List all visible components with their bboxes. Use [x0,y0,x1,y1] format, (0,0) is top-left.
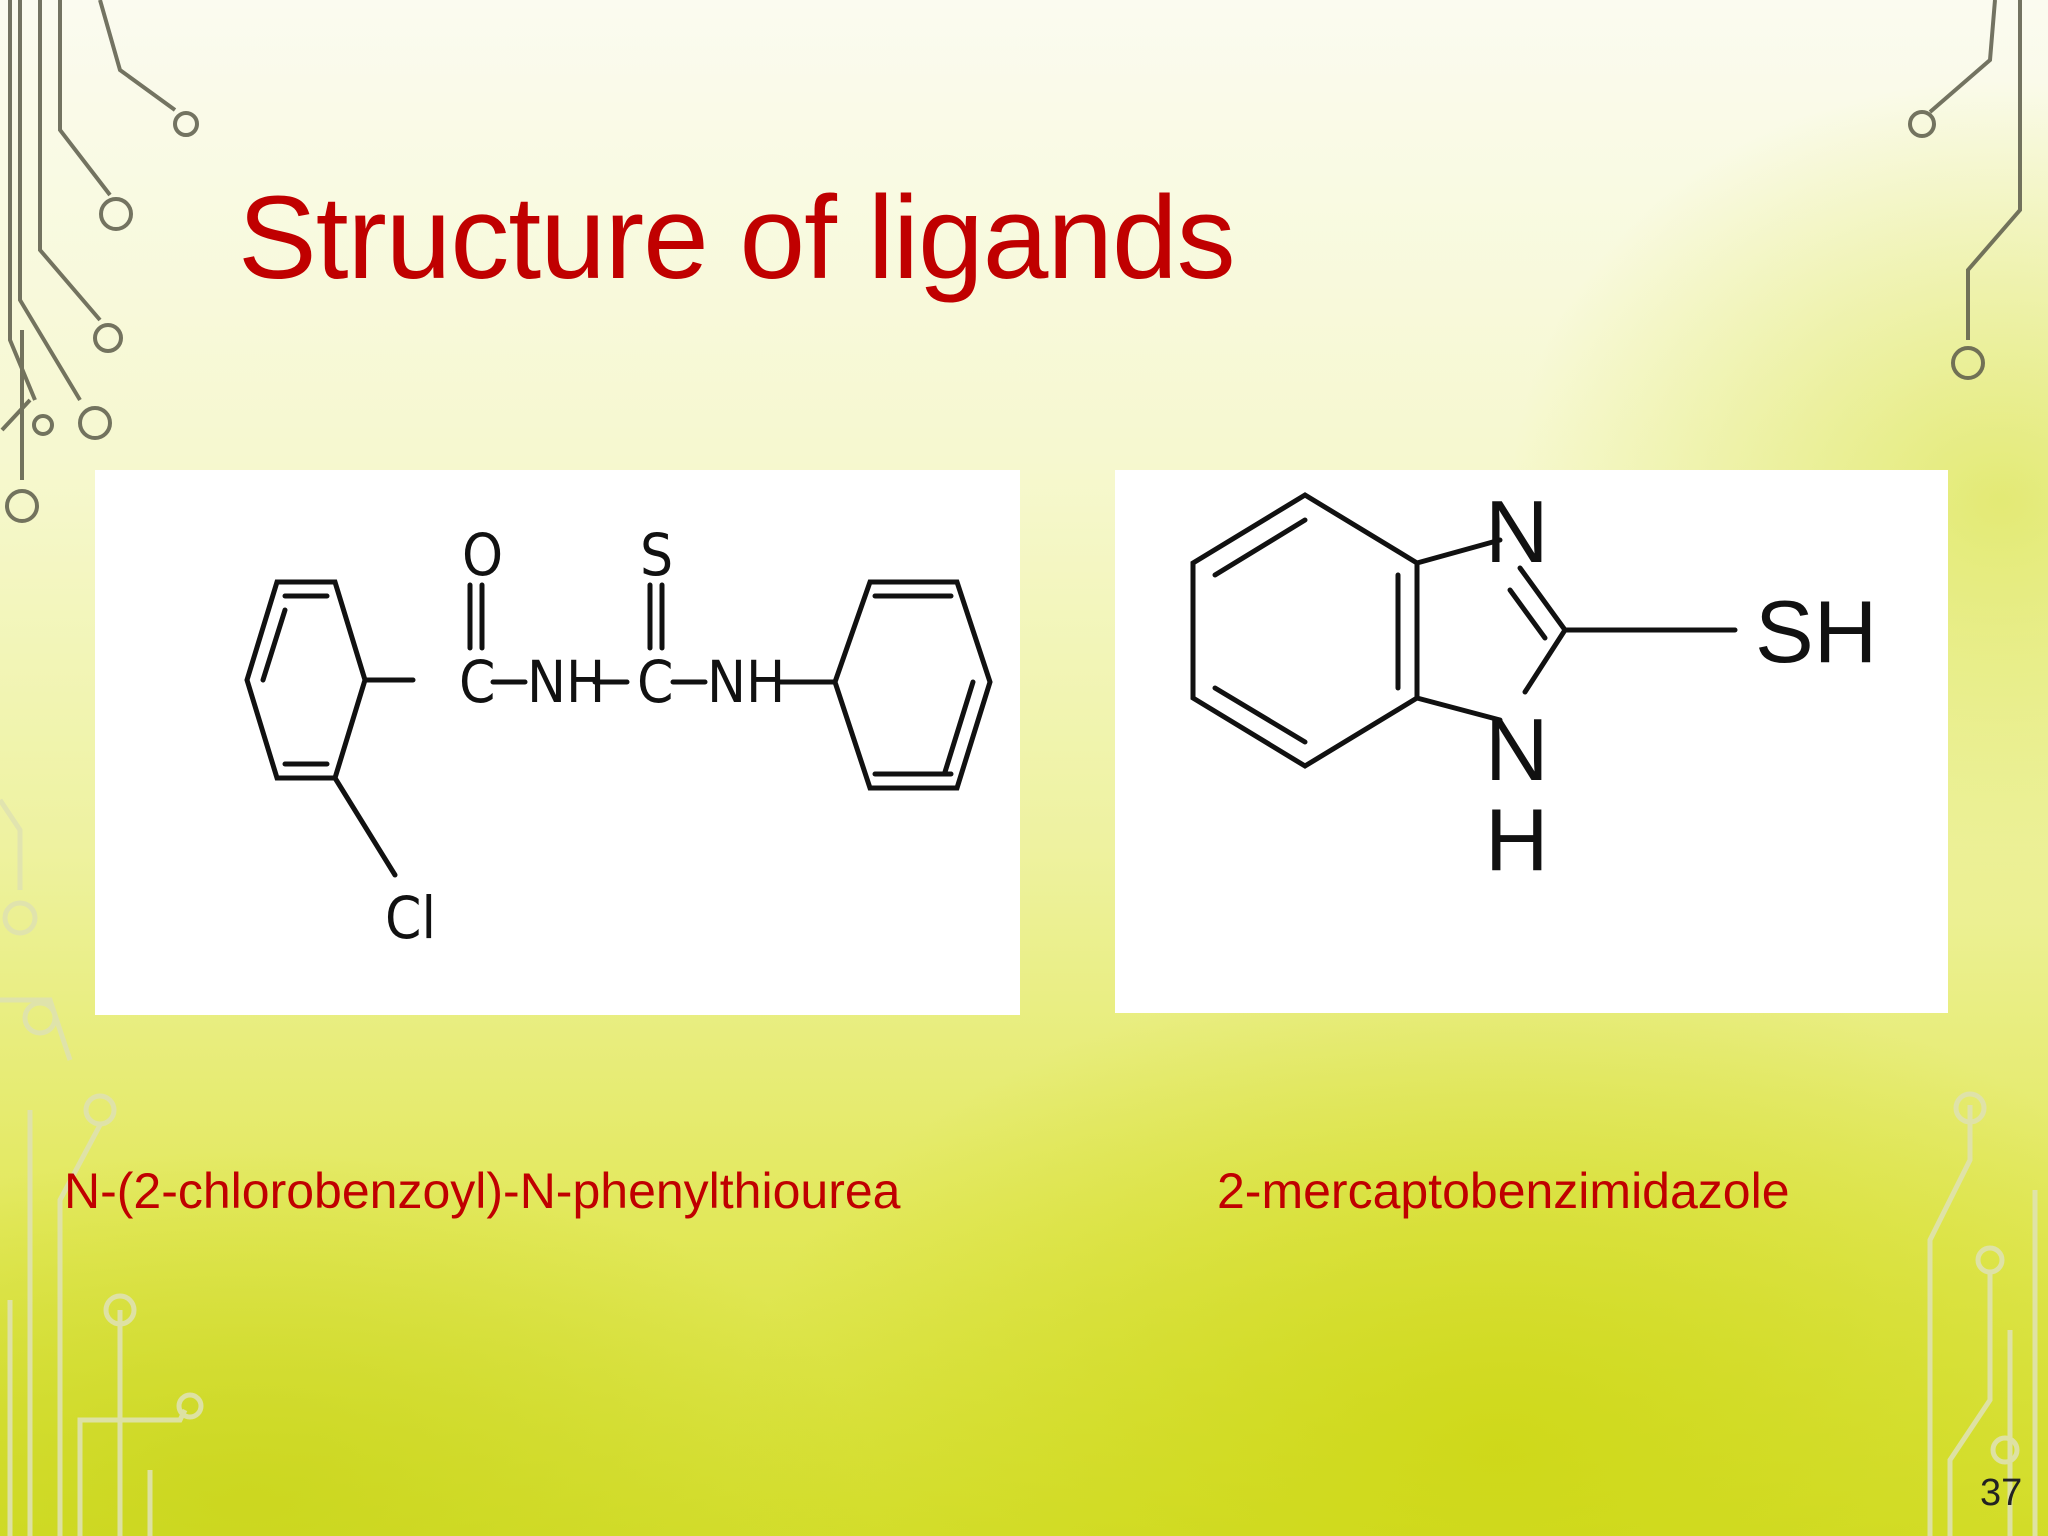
structure-panel-thiourea: O S C NH C NH Cl [95,470,1020,1015]
structure-panel-benzimidazole: N SH N H [1115,470,1948,1013]
atom-chlorine: Cl [385,884,436,952]
atom-h-bottom: H [1485,790,1549,889]
atom-nh-2: NH [707,648,785,716]
atom-n-bottom: N [1485,700,1549,799]
slide-title: Structure of ligands [238,172,1236,304]
atom-nh-1: NH [527,648,605,716]
thiourea-structure-diagram: O S C NH C NH Cl [244,521,993,952]
benzimidazole-structure-diagram: N SH N H [1190,482,1877,889]
atom-thio-sulfur: S [640,521,673,589]
atom-sh: SH [1755,582,1877,681]
page-number: 37 [1980,1472,2023,1514]
atom-carbonyl-carbon: C [459,648,495,716]
atom-thiocarbonyl-carbon: C [637,648,673,716]
atom-n-top: N [1485,482,1549,581]
caption-benzimidazole: 2-mercaptobenzimidazole [1217,1163,1790,1219]
atom-carbonyl-oxygen: O [462,521,503,589]
caption-thiourea: N-(2-chlorobenzoyl)-N-phenylthiourea [64,1163,901,1219]
